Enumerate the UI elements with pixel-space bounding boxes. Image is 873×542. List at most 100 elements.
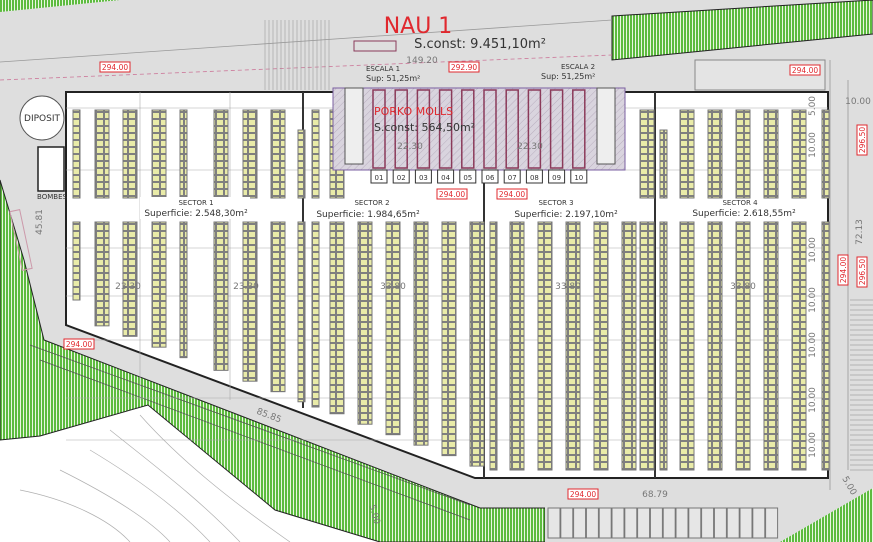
bay-box <box>437 169 455 184</box>
bay-box <box>459 169 477 184</box>
stair-core-1 <box>344 87 364 165</box>
sector-1-label: SECTOR 1 Superficie: 2.548,30m² <box>140 197 250 219</box>
rack-column <box>72 109 81 199</box>
sector-4-dim: 33.80 <box>730 282 756 292</box>
pump-label: BOMBES <box>37 193 67 201</box>
right-top-dim: 10.00 <box>845 97 871 107</box>
bay-spacing-dim: 10.00 <box>808 237 818 263</box>
stair-1-name: ESCALA 1 <box>366 65 400 73</box>
rack-column <box>469 221 485 467</box>
rack-column <box>565 221 581 471</box>
loading-bay <box>549 89 564 169</box>
rack-column <box>735 221 751 471</box>
loading-bay <box>461 89 475 169</box>
bay-box <box>414 169 432 184</box>
rack-column <box>593 221 609 471</box>
parking-space <box>598 507 612 539</box>
pump-room <box>37 146 65 192</box>
bay-box <box>481 169 499 184</box>
bay-number: 06 <box>486 174 495 182</box>
rack-column <box>791 221 807 471</box>
parking-space <box>560 507 574 539</box>
rack-column <box>441 221 457 457</box>
svg-text:Superficie: 1.984,65m²: Superficie: 1.984,65m² <box>316 210 420 220</box>
building-title: NAU 1 <box>384 14 453 39</box>
bay-number: 02 <box>397 174 406 182</box>
parking-space <box>573 507 587 539</box>
parking-spaces <box>545 505 780 542</box>
rack-column <box>72 221 81 301</box>
stair-core-2 <box>596 87 616 165</box>
loading-bay <box>505 89 519 169</box>
right-length-dim: 72.13 <box>855 219 865 245</box>
parking-space <box>624 507 638 539</box>
rack-column <box>821 221 830 471</box>
elevation-tag-292: 292.90 <box>451 63 477 72</box>
rack-column <box>242 109 258 199</box>
bay-number: 01 <box>375 174 384 182</box>
svg-text:294.00: 294.00 <box>66 340 92 349</box>
rack-column <box>791 109 807 199</box>
green-slope-top <box>611 0 873 61</box>
rack-column <box>413 221 429 446</box>
road-lines <box>0 19 849 521</box>
svg-text:SECTOR 2: SECTOR 2 <box>354 199 389 207</box>
rack-column <box>122 221 138 337</box>
rack-column <box>735 109 751 199</box>
rack-column <box>311 221 320 408</box>
rack-column <box>297 221 306 403</box>
svg-text:Superficie: 2.618,55m²: Superficie: 2.618,55m² <box>692 209 796 219</box>
bay-spacing-dim: 10.00 <box>808 132 818 158</box>
bay-box <box>570 169 588 184</box>
rack-column <box>679 221 695 471</box>
sector-3-dim: 33.80 <box>555 282 581 292</box>
rack-column <box>763 109 779 199</box>
office-area: S.const: 564,50m² <box>374 121 475 134</box>
rack-column <box>179 109 188 199</box>
rack-column <box>151 109 167 199</box>
left-length-dim: 45.81 <box>35 209 45 235</box>
stair-2-area: Sup: 51,25m² <box>541 72 595 81</box>
svg-text:SECTOR 4: SECTOR 4 <box>722 199 758 207</box>
rack-column <box>659 129 668 199</box>
office-dim-1: 22.30 <box>397 142 423 152</box>
bottom-length-dim: 68.79 <box>642 490 668 500</box>
svg-text:SECTOR 3: SECTOR 3 <box>538 199 573 207</box>
bay-box <box>370 169 388 184</box>
sector-1-dim: 23.30 <box>115 282 141 292</box>
elevation-tag-294: 294.00 <box>567 488 599 500</box>
contour-lines <box>19 414 291 542</box>
loading-bay <box>572 89 586 169</box>
elevation-tag-296-b: 296.50 <box>856 256 868 288</box>
rack-column <box>537 221 553 471</box>
rack-column <box>621 221 637 471</box>
green-slope-left <box>0 179 546 542</box>
parking-space <box>765 507 779 539</box>
stair-1-area: Sup: 51,25m² <box>366 74 420 83</box>
svg-text:294.00: 294.00 <box>499 190 525 199</box>
bay-box <box>548 169 566 184</box>
rack-column <box>639 109 655 199</box>
loading-bay <box>483 89 497 169</box>
green-slope-right <box>780 488 873 542</box>
rack-column <box>179 221 188 359</box>
svg-text:Superficie: 2.548,30m²: Superficie: 2.548,30m² <box>144 209 248 219</box>
parking-space <box>675 507 689 539</box>
bay-number: 04 <box>441 174 450 182</box>
elevation-tag-294: 294.00 <box>496 188 528 200</box>
parking-space <box>726 507 740 539</box>
bay-spacing-dim: 10.00 <box>808 432 818 458</box>
rack-column <box>213 221 229 371</box>
sector-1-dim-2: 23.30 <box>233 282 259 292</box>
sector-4-label: SECTOR 4 Superficie: 2.618,55m² <box>692 199 796 219</box>
elevation-tag-294: 294.00 <box>436 188 468 200</box>
rack-column <box>385 221 401 436</box>
svg-text:Superficie: 2.197,10m²: Superficie: 2.197,10m² <box>514 210 618 220</box>
building-area: S.const: 9.451,10m² <box>414 37 546 52</box>
bay-number: 05 <box>463 174 472 182</box>
bay-spacing-dim: 10.00 <box>808 287 818 313</box>
terrain-area <box>0 405 380 542</box>
svg-text:296.50: 296.50 <box>858 259 867 285</box>
rack-column <box>122 109 138 199</box>
